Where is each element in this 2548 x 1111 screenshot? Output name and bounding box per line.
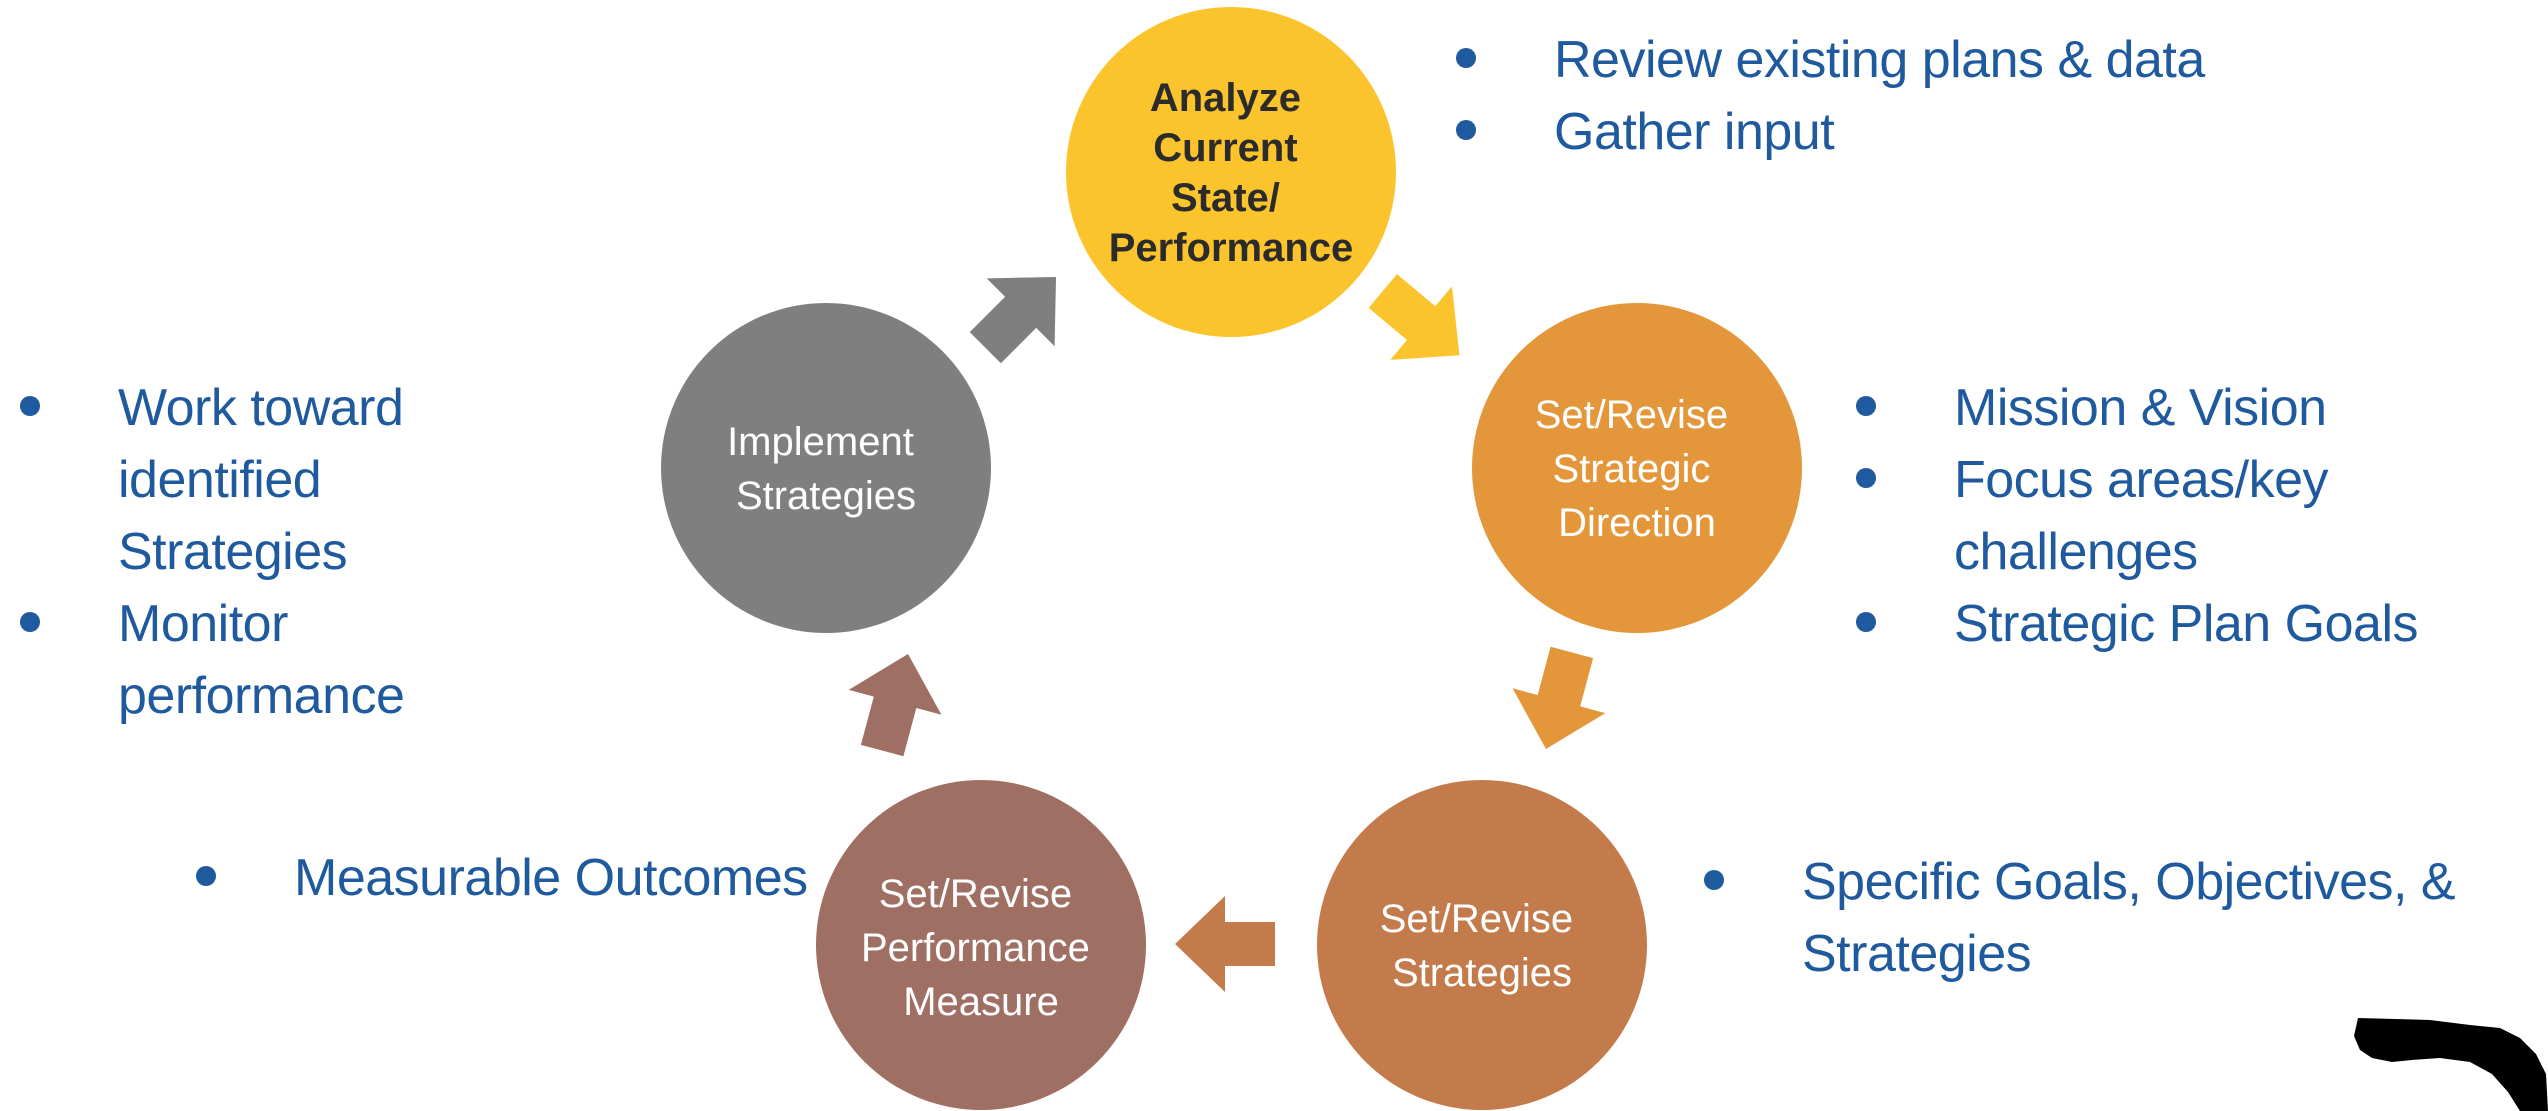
arrow-measure-to-implement [848,653,942,757]
bullet-item: Strategic Plan Goals [1856,588,2548,660]
node-strategies-label: Set/Revise Strategies [1380,897,1585,995]
node-measure-circle [816,780,1146,1110]
node-analyze: Analyze Current State/ Performance [1066,7,1396,337]
node-analyze-circle [1066,7,1396,337]
node-measure-label: Set/Revise Performance Measure [861,872,1101,1024]
arrow-implement-to-analyze [969,276,1057,364]
bullet-item: Monitor performance [20,588,560,732]
arrow-analyze-to-direction [1368,274,1460,360]
node-direction: Set/Revise Strategic Direction [1472,303,1802,633]
implement-bullets: Work toward identified Strategies Monito… [20,372,560,732]
node-implement-circle [661,303,991,633]
node-implement: Implement Strategies [661,303,991,633]
measure-bullets: Measurable Outcomes [196,842,808,914]
arrow-strategies-to-measure [1175,896,1275,992]
bullet-item: Gather input [1456,96,2205,168]
node-direction-circle [1472,303,1802,633]
arrow-direction-to-strategies [1512,646,1606,750]
analyze-bullets: Review existing plans & data Gather inpu… [1456,24,2205,168]
node-implement-label: Implement Strategies [727,420,925,518]
node-analyze-label: Analyze Current State/ Performance [1109,76,1354,270]
bullet-item: Mission & Vision [1856,372,2548,444]
node-direction-label: Set/Revise Strategic Direction [1535,393,1740,545]
bullet-item: Specific Goals, Objectives, & Strategies [1704,846,2464,990]
bullet-item: Work toward identified Strategies [20,372,560,588]
strategies-bullets: Specific Goals, Objectives, & Strategies [1704,846,2464,990]
bullet-item: Focus areas/key challenges [1856,444,2548,588]
bullet-item: Review existing plans & data [1456,24,2205,96]
state-outline-logo [2354,1018,2548,1111]
direction-bullets: Mission & Vision Focus areas/key challen… [1856,372,2548,660]
node-strategies: Set/Revise Strategies [1317,780,1647,1110]
node-strategies-circle [1317,780,1647,1110]
bullet-item: Measurable Outcomes [196,842,808,914]
node-measure: Set/Revise Performance Measure [816,780,1146,1110]
